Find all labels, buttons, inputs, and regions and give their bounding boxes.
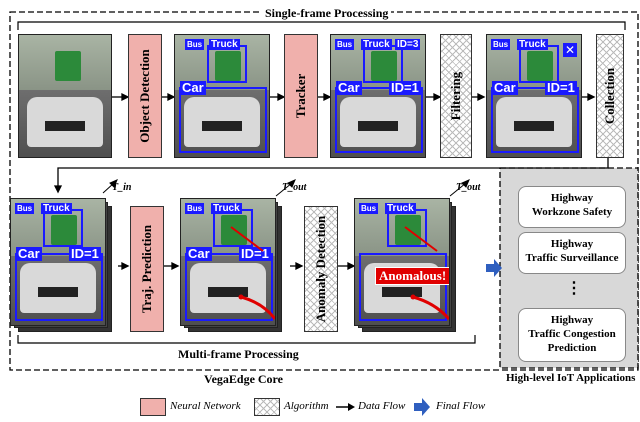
anomalous-badge: Anomalous!	[375, 267, 449, 285]
trajectory-overlay	[230, 226, 275, 320]
trajectory-overlay	[404, 226, 449, 320]
car-tag: Car	[186, 246, 212, 261]
legend-algorithm-swatch	[254, 398, 280, 416]
truck-tag: Truck	[41, 203, 72, 214]
app-traffic-surveillance: Highway Traffic Surveillance	[518, 232, 626, 274]
core-title: VegaEdge Core	[204, 372, 283, 386]
car-tag: Car	[492, 80, 518, 95]
car-tag: Car	[336, 80, 362, 95]
id3-tag: ID=3	[395, 39, 421, 50]
predicted-frame: Car ID=1 Truck Bus	[180, 198, 276, 326]
multi-frame-title: Multi-frame Processing	[178, 347, 299, 361]
bus-tag: Bus	[185, 203, 205, 214]
app-line: Highway	[550, 314, 594, 326]
top-bracket	[17, 21, 626, 30]
app-workzone-safety: Highway Workzone Safety	[518, 186, 626, 228]
filtering-label: Filtering	[448, 71, 463, 121]
apps-title: High-level IoT Applications	[506, 372, 636, 384]
truck-bbox	[207, 45, 247, 83]
time-arrows	[102, 179, 470, 197]
bus-tag: Bus	[15, 203, 35, 214]
t-out-label-2: T_out	[456, 182, 481, 193]
t-out-label: T_out	[282, 182, 307, 193]
app-line: Prediction	[547, 342, 597, 354]
legend-neural-label: Neural Network	[170, 400, 241, 412]
tracker-block: Tracker	[284, 34, 318, 158]
single-frame-title: Single-frame Processing	[262, 6, 392, 21]
bus-tag: Bus	[359, 203, 379, 214]
bottom-bracket	[17, 335, 476, 344]
bus-tag: Bus	[185, 39, 205, 50]
filtered-frame: Car ID=1 Truck Bus ✕	[486, 34, 582, 158]
legend-neural-swatch	[140, 398, 166, 416]
legend-data-flow-label: Data Flow	[358, 400, 406, 412]
app-traffic-congestion: Highway Traffic Congestion Prediction	[518, 308, 626, 362]
removed-x-icon: ✕	[563, 43, 577, 57]
app-line: Workzone Safety	[531, 206, 613, 218]
car-bbox	[179, 87, 267, 153]
truck-shape	[55, 51, 81, 81]
collection-label: Collection	[602, 67, 617, 125]
app-line: Highway	[550, 192, 594, 204]
legend-final-flow-label: Final Flow	[436, 400, 486, 412]
final-flow-arrow	[486, 259, 502, 277]
legend-algorithm-label: Algorithm	[284, 400, 329, 412]
truck-tag: Truck	[385, 203, 416, 214]
collected-frame: Car ID=1 Truck Bus	[10, 198, 106, 326]
app-line: Traffic Surveillance	[525, 252, 619, 264]
traj-prediction-label: Traj. Prediction	[139, 224, 154, 314]
truck-tag: Truck	[209, 39, 240, 50]
app-line: Traffic Congestion	[528, 328, 616, 340]
truck-tag: Truck	[361, 39, 392, 50]
detected-frame: Car Truck Bus	[174, 34, 270, 158]
bus-tag: Bus	[335, 39, 355, 50]
tracker-label: Tracker	[293, 73, 308, 119]
anomaly-frame: Truck Bus Anomalous!	[354, 198, 450, 326]
data-flow-arrows	[53, 92, 609, 271]
filtering-block: Filtering	[440, 34, 472, 158]
app-line: Highway	[550, 238, 594, 250]
bus-tag: Bus	[491, 39, 511, 50]
id1-tag: ID=1	[69, 246, 101, 261]
anomaly-detection-label: Anomaly Detection	[313, 215, 328, 323]
object-detection-label: Object Detection	[137, 49, 152, 143]
car-tag: Car	[16, 246, 42, 261]
id1-tag: ID=1	[389, 80, 421, 95]
car-tag: Car	[180, 80, 206, 95]
tracked-frame: Car ID=1 Truck ID=3 Bus	[330, 34, 426, 158]
input-frame	[18, 34, 112, 158]
anomaly-detection-block: Anomaly Detection	[304, 206, 338, 332]
collection-block: Collection	[596, 34, 624, 158]
traj-prediction-block: Traj. Prediction	[130, 206, 164, 332]
truck-tag: Truck	[517, 39, 548, 50]
object-detection-block: Object Detection	[128, 34, 162, 158]
id1-tag: ID=1	[545, 80, 577, 95]
apps-ellipsis: ⋮	[566, 280, 582, 297]
t-in-label: T_in	[112, 182, 132, 193]
truck-tag: Truck	[211, 203, 242, 214]
